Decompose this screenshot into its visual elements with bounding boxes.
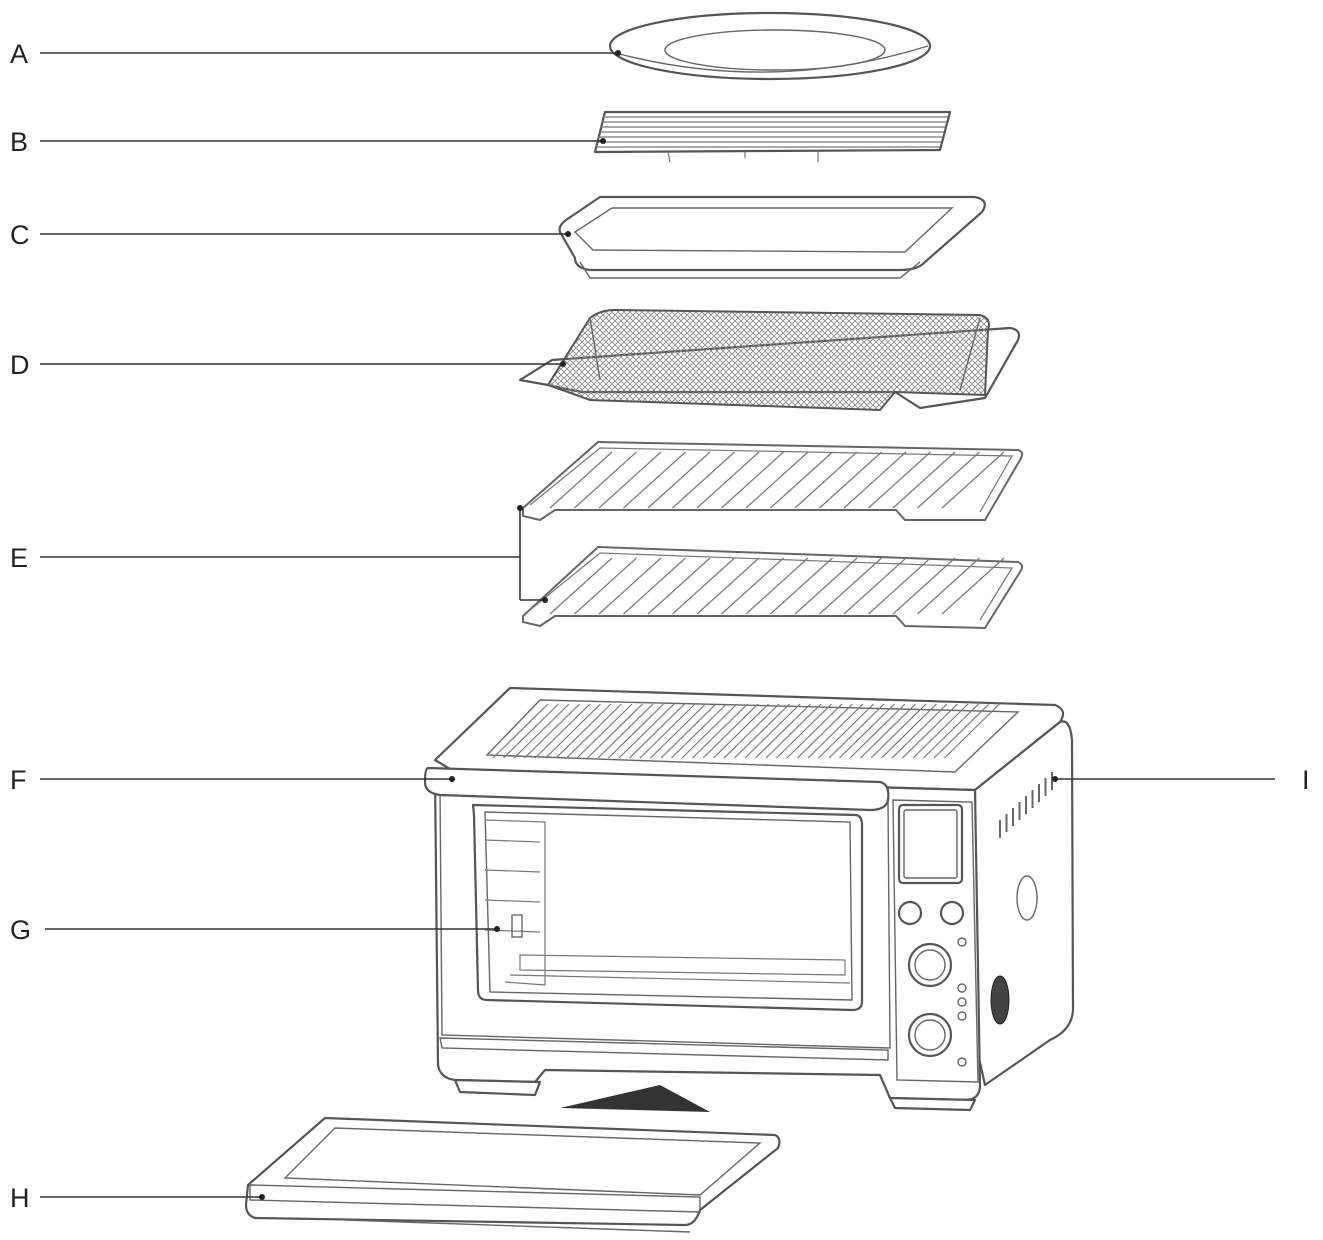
rack-bar: [598, 557, 662, 615]
rack-bar: [623, 557, 686, 615]
rack-bar: [892, 451, 956, 509]
top-vent-slot: [755, 703, 811, 759]
top-vent-slot: [618, 703, 675, 759]
top-vent-slot: [944, 703, 1000, 759]
rack-bar: [549, 557, 613, 615]
rack-bar: [696, 557, 760, 615]
oven-body: [423, 686, 1075, 1112]
rack-bar: [917, 451, 980, 509]
top-vent-slot: [660, 703, 717, 759]
top-vent-slot: [902, 703, 958, 759]
rack-bar: [696, 451, 760, 509]
top-vent-slot: [608, 703, 664, 759]
rack-bar: [549, 451, 613, 509]
top-vent-slot: [933, 703, 990, 759]
top-vent-slot: [912, 703, 969, 759]
label-h: H: [10, 1183, 30, 1213]
top-vent-slot: [566, 703, 622, 759]
top-vent-slot: [713, 703, 769, 759]
label-a: A: [10, 39, 28, 69]
insert-direction-arrow: [560, 1085, 710, 1112]
rack-bar: [770, 557, 833, 615]
top-vent-slot: [492, 703, 549, 759]
top-vent-slot: [692, 703, 748, 759]
label-b: B: [10, 127, 28, 157]
leader-lines: [40, 50, 1275, 1200]
rack-bar: [843, 451, 907, 509]
air-fry-basket: [518, 308, 1021, 412]
rack-bar: [819, 451, 882, 509]
rack-bar: [868, 451, 931, 509]
label-f: F: [10, 765, 27, 795]
rack-bar: [745, 557, 809, 615]
label-e: E: [10, 543, 28, 573]
rack-bar: [941, 451, 1005, 509]
top-vent-slot: [723, 703, 780, 759]
label-d: D: [10, 350, 30, 380]
top-vent-slot: [545, 703, 601, 759]
top-vent-slot: [534, 703, 591, 759]
top-vent-slot: [744, 703, 801, 759]
rack-bar: [892, 557, 956, 615]
rack-bar: [721, 451, 784, 509]
grill-rack: [593, 110, 952, 163]
rack-bar: [647, 451, 711, 509]
wire-rack-lower: [522, 545, 1024, 630]
top-vent-slot: [923, 703, 979, 759]
top-vent-slot: [818, 703, 874, 759]
top-vent-slot: [650, 703, 706, 759]
rack-bar: [941, 557, 1005, 615]
top-vent-slot: [503, 703, 559, 759]
top-vent-slot: [629, 703, 685, 759]
rack-bar: [574, 451, 637, 509]
rack-bar: [598, 451, 662, 509]
rack-bar: [623, 451, 686, 509]
label-c: C: [10, 220, 30, 250]
top-vent-slot: [776, 703, 832, 759]
top-vent-slot: [513, 703, 570, 759]
top-vent-slot: [881, 703, 937, 759]
label-g: G: [10, 915, 31, 945]
top-vent-slot: [860, 703, 916, 759]
top-vent-slot: [870, 703, 927, 759]
rack-bar: [647, 557, 711, 615]
top-vent-slot: [765, 703, 822, 759]
rack-bar: [672, 451, 735, 509]
top-vent-slot: [839, 703, 895, 759]
top-vent-slot: [786, 703, 843, 759]
top-vent-slot: [828, 703, 885, 759]
top-vent-slot: [807, 703, 864, 759]
top-vent-slot: [639, 703, 696, 759]
rack-bar: [672, 557, 735, 615]
rack-bar: [917, 557, 980, 615]
rack-bar: [721, 557, 784, 615]
top-vent-slot: [891, 703, 948, 759]
label-i: I: [1302, 765, 1310, 795]
rack-bar: [794, 451, 858, 509]
top-vent-slot: [587, 703, 643, 759]
wire-rack-upper: [522, 440, 1024, 522]
top-vent-slot: [797, 703, 853, 759]
rack-bar: [819, 557, 882, 615]
rack-bar: [843, 557, 907, 615]
rack-bar: [745, 451, 809, 509]
top-vent-slot: [671, 703, 727, 759]
top-vent-slot: [734, 703, 790, 759]
top-vent-slot: [524, 703, 580, 759]
rack-bar: [574, 557, 637, 615]
top-vent-slot: [681, 703, 738, 759]
top-vent-slot: [576, 703, 633, 759]
baking-pan: [558, 195, 986, 279]
top-vent-slot: [555, 703, 612, 759]
rack-bar: [794, 557, 858, 615]
crumb-tray: [244, 1116, 781, 1233]
rack-bar: [868, 557, 931, 615]
top-vent-slot: [849, 703, 906, 759]
top-vent-slot: [597, 703, 654, 759]
top-vent-slot: [702, 703, 759, 759]
pizza-pan: [608, 11, 932, 81]
rack-bar: [770, 451, 833, 509]
